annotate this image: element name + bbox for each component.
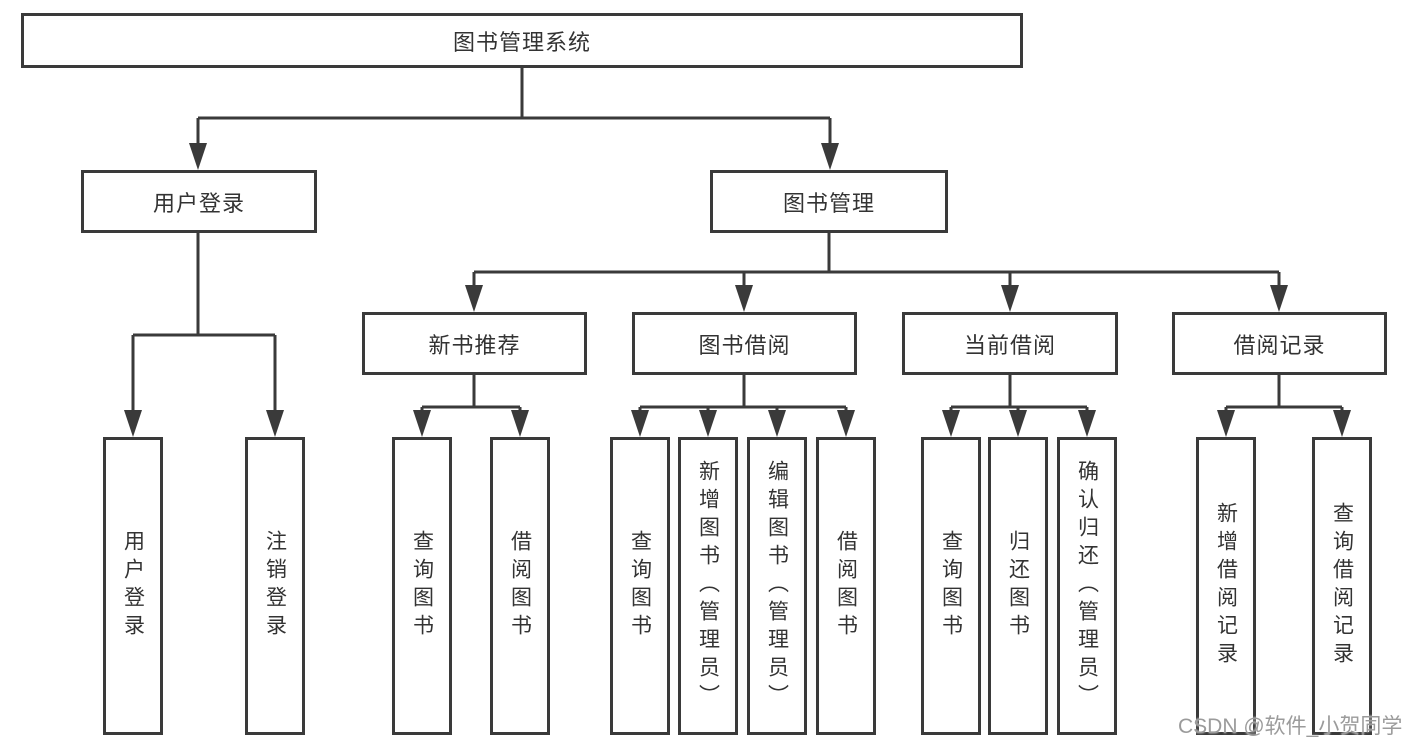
connector-book-mgmt-to-level3 <box>472 233 1281 287</box>
leaf-query-book-current-label: 查询图书 <box>939 530 963 642</box>
leaf-confirm-return-admin: 确认归还（管理员） <box>1057 437 1117 735</box>
node-current-borrow: 当前借阅 <box>902 312 1118 375</box>
arrowhead-leaf-query-record <box>1333 410 1351 437</box>
node-root: 图书管理系统 <box>21 13 1023 68</box>
arrowhead-leaf-user-login <box>124 410 142 437</box>
connector-book-borrow-to-leaves <box>638 375 848 412</box>
leaf-query-borrow-record: 查询借阅记录 <box>1312 437 1372 735</box>
leaf-borrow-book-newrec: 借阅图书 <box>490 437 550 735</box>
leaf-add-book-admin-label: 新增图书（管理员） <box>696 460 720 712</box>
arrowhead-leaf-borrow-book-2 <box>837 410 855 437</box>
leaf-user-login: 用户登录 <box>103 437 163 735</box>
leaf-borrow-book-borrow-label: 借阅图书 <box>834 530 858 642</box>
leaf-query-book-borrow: 查询图书 <box>610 437 670 735</box>
arrowhead-new-book-rec <box>465 285 483 312</box>
leaf-query-book-current: 查询图书 <box>921 437 981 735</box>
leaf-query-book-newrec-label: 查询图书 <box>410 530 434 642</box>
arrowhead-leaf-query-book-3 <box>942 410 960 437</box>
csdn-watermark: CSDN @软件_小贺同学 <box>1178 715 1403 738</box>
leaf-logout-label: 注销登录 <box>263 530 287 642</box>
leaf-add-borrow-record: 新增借阅记录 <box>1196 437 1256 735</box>
connector-new-book-rec-to-leaves <box>420 375 522 412</box>
node-root-label: 图书管理系统 <box>452 29 591 55</box>
leaf-edit-book-admin-label: 编辑图书（管理员） <box>765 460 789 712</box>
leaf-borrow-book-borrow: 借阅图书 <box>816 437 876 735</box>
leaf-query-book-newrec: 查询图书 <box>392 437 452 735</box>
arrowhead-leaf-edit-book <box>768 410 786 437</box>
arrowhead-leaf-logout <box>266 410 284 437</box>
node-borrow-records: 借阅记录 <box>1172 312 1387 375</box>
arrowhead-current-borrow <box>1001 285 1019 312</box>
arrowhead-leaf-query-book-1 <box>413 410 431 437</box>
leaf-borrow-book-newrec-label: 借阅图书 <box>508 530 532 642</box>
arrowhead-leaf-return-book <box>1009 410 1027 437</box>
node-new-book-rec-label: 新书推荐 <box>428 332 521 358</box>
arrowhead-leaf-confirm-return <box>1078 410 1096 437</box>
arrowhead-book-borrow <box>735 285 753 312</box>
leaf-edit-book-admin: 编辑图书（管理员） <box>747 437 807 735</box>
leaf-query-borrow-record-label: 查询借阅记录 <box>1330 502 1354 670</box>
arrowhead-leaf-borrow-book-1 <box>511 410 529 437</box>
node-current-borrow-label: 当前借阅 <box>963 332 1056 358</box>
node-user-login: 用户登录 <box>81 170 317 233</box>
leaf-query-book-borrow-label: 查询图书 <box>628 530 652 642</box>
connector-current-borrow-to-leaves <box>949 375 1089 412</box>
node-user-login-label: 用户登录 <box>152 190 245 216</box>
leaf-add-borrow-record-label: 新增借阅记录 <box>1214 502 1238 670</box>
leaf-return-book: 归还图书 <box>988 437 1048 735</box>
node-book-mgmt: 图书管理 <box>710 170 948 233</box>
arrowhead-leaf-query-book-2 <box>631 410 649 437</box>
connector-root-to-level2 <box>196 68 832 146</box>
node-new-book-rec: 新书推荐 <box>362 312 587 375</box>
leaf-return-book-label: 归还图书 <box>1006 530 1030 642</box>
node-borrow-records-label: 借阅记录 <box>1233 332 1326 358</box>
node-book-mgmt-label: 图书管理 <box>782 190 875 216</box>
arrowhead-leaf-add-book <box>699 410 717 437</box>
leaf-logout: 注销登录 <box>245 437 305 735</box>
node-book-borrow-label: 图书借阅 <box>698 332 791 358</box>
leaf-user-login-label: 用户登录 <box>121 530 145 642</box>
node-book-borrow: 图书借阅 <box>632 312 857 375</box>
connector-user-login-to-leaves <box>131 233 277 412</box>
leaf-add-book-admin: 新增图书（管理员） <box>678 437 738 735</box>
arrowhead-borrow-records <box>1270 285 1288 312</box>
arrowhead-leaf-add-record <box>1217 410 1235 437</box>
leaf-confirm-return-admin-label: 确认归还（管理员） <box>1075 460 1099 712</box>
arrowhead-user-login <box>189 143 207 170</box>
arrowhead-book-mgmt <box>821 143 839 170</box>
connector-borrow-records-to-leaves <box>1224 375 1344 412</box>
